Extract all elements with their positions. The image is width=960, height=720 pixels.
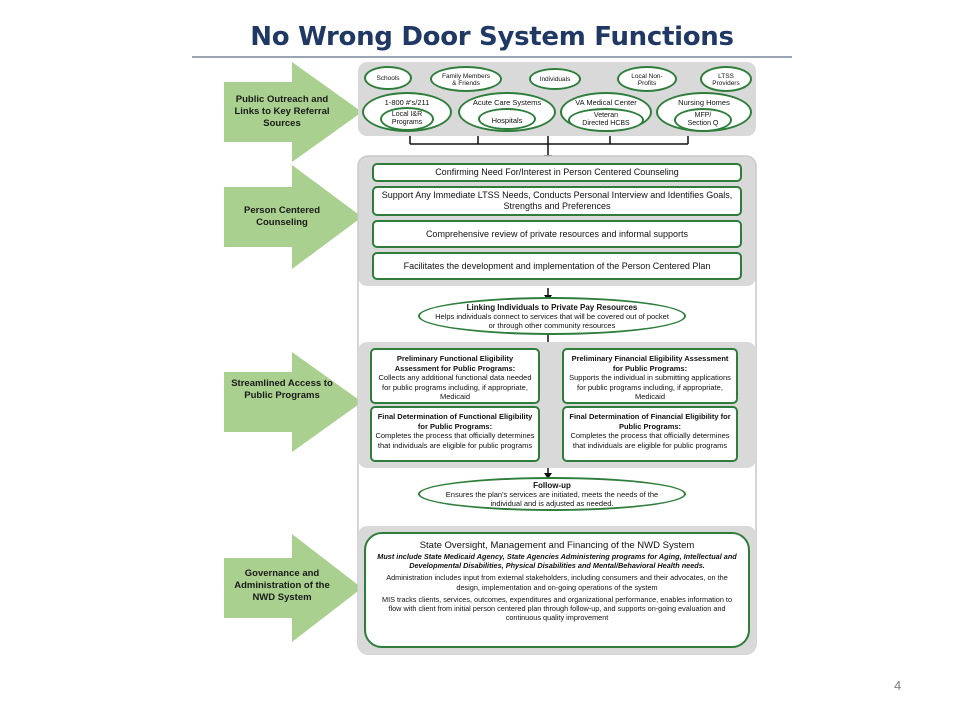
followup-title: Follow-up [533,481,571,490]
confirm-box: Confirming Need For/Interest in Person C… [372,163,742,182]
counseling-arrow: Person Centered Counseling [224,165,364,269]
arrow-shape [224,165,362,269]
prelim-financial-title: Preliminary Financial Eligibility Assess… [571,354,729,373]
governance-administration: Administration includes input from exter… [386,573,728,592]
final-functional-title: Final Determination of Functional Eligib… [377,412,533,431]
arrow-shape [224,534,362,642]
access-label: Streamlined Access to Public Programs [231,378,333,401]
local-nonprofits-label: Local Non-Profits [631,73,663,87]
schools-oval: Schools [364,66,412,90]
ltss-providers-label: LTSS Providers [712,73,740,87]
review-box: Comprehensive review of private resource… [372,220,742,248]
governance-title: State Oversight, Management and Financin… [419,540,695,551]
individuals-oval: Individuals [529,68,581,90]
final-financial-title: Final Determination of Financial Eligibi… [569,412,731,431]
access-arrow: Streamlined Access to Public Programs [224,352,364,452]
governance-arrow: Governance and Administration of the NWD… [224,534,364,642]
arrow-shape [224,352,362,452]
governance-mis: MIS tracks clients, services, outcomes, … [381,594,733,623]
linking-oval: Linking Individuals to Private Pay Resou… [418,297,686,335]
local-ir-label: Local I&R Programs [391,111,423,126]
prelim-functional-text: Collects any additional functional data … [378,373,532,401]
individuals-label: Individuals [539,76,571,83]
arrow-shape [224,62,362,162]
outreach-label: Public Outreach and Links to Key Referra… [234,94,330,129]
nursing-homes-label: Nursing Homes [678,98,730,107]
va-medical-label: VA Medical Center [575,98,637,107]
hospitals-oval: Hospitals [478,108,536,130]
prelim-financial-text: Supports the individual in submitting ap… [569,373,731,401]
governance-must-include: Must include State Medicaid Agency, Stat… [377,552,737,571]
local-nonprofits-oval: Local Non-Profits [617,66,677,92]
title-divider [192,56,792,58]
final-functional-box: Final Determination of Functional Eligib… [370,406,540,462]
schools-label: Schools [376,75,400,82]
final-financial-text: Completes the process that officially de… [570,431,730,450]
hospitals-label: Hospitals [491,116,523,125]
veteran-hcbs-oval: Veteran Directed HCBS [568,108,644,132]
final-functional-text: Completes the process that officially de… [375,431,535,450]
page-number: 4 [894,678,902,693]
governance-label: Governance and Administration of the NWD… [234,568,330,603]
facilitates-box: Facilitates the development and implemen… [372,252,742,280]
mfp-oval: MFP/ Section Q [674,108,732,132]
acute-care-label: Acute Care Systems [472,98,542,107]
counseling-label: Person Centered Counseling [243,205,321,228]
mfp-label: MFP/ Section Q [687,112,719,127]
family-oval: Family Members & Friends [430,66,502,92]
prelim-functional-box: Preliminary Functional Eligibility Asses… [370,348,540,404]
helpline-label: 1-800 #'s/211 [384,98,430,107]
prelim-financial-box: Preliminary Financial Eligibility Assess… [562,348,738,404]
page-title: No Wrong Door System Functions [250,22,734,52]
support-box: Support Any Immediate LTSS Needs, Conduc… [372,186,742,216]
governance-box: State Oversight, Management and Financin… [364,532,750,648]
final-financial-box: Final Determination of Financial Eligibi… [562,406,738,462]
local-ir-oval: Local I&R Programs [380,107,434,131]
linking-text: Helps individuals connect to services th… [435,312,669,330]
outreach-arrow: Public Outreach and Links to Key Referra… [224,62,364,162]
followup-text: Ensures the plan's services are initiate… [445,490,659,508]
linking-title: Linking Individuals to Private Pay Resou… [466,303,638,312]
prelim-functional-title: Preliminary Functional Eligibility Asses… [394,354,516,373]
veteran-hcbs-label: Veteran Directed HCBS [582,112,630,127]
followup-oval: Follow-up Ensures the plan's services ar… [418,477,686,511]
ltss-providers-oval: LTSS Providers [700,66,752,92]
family-label: Family Members & Friends [441,73,491,87]
